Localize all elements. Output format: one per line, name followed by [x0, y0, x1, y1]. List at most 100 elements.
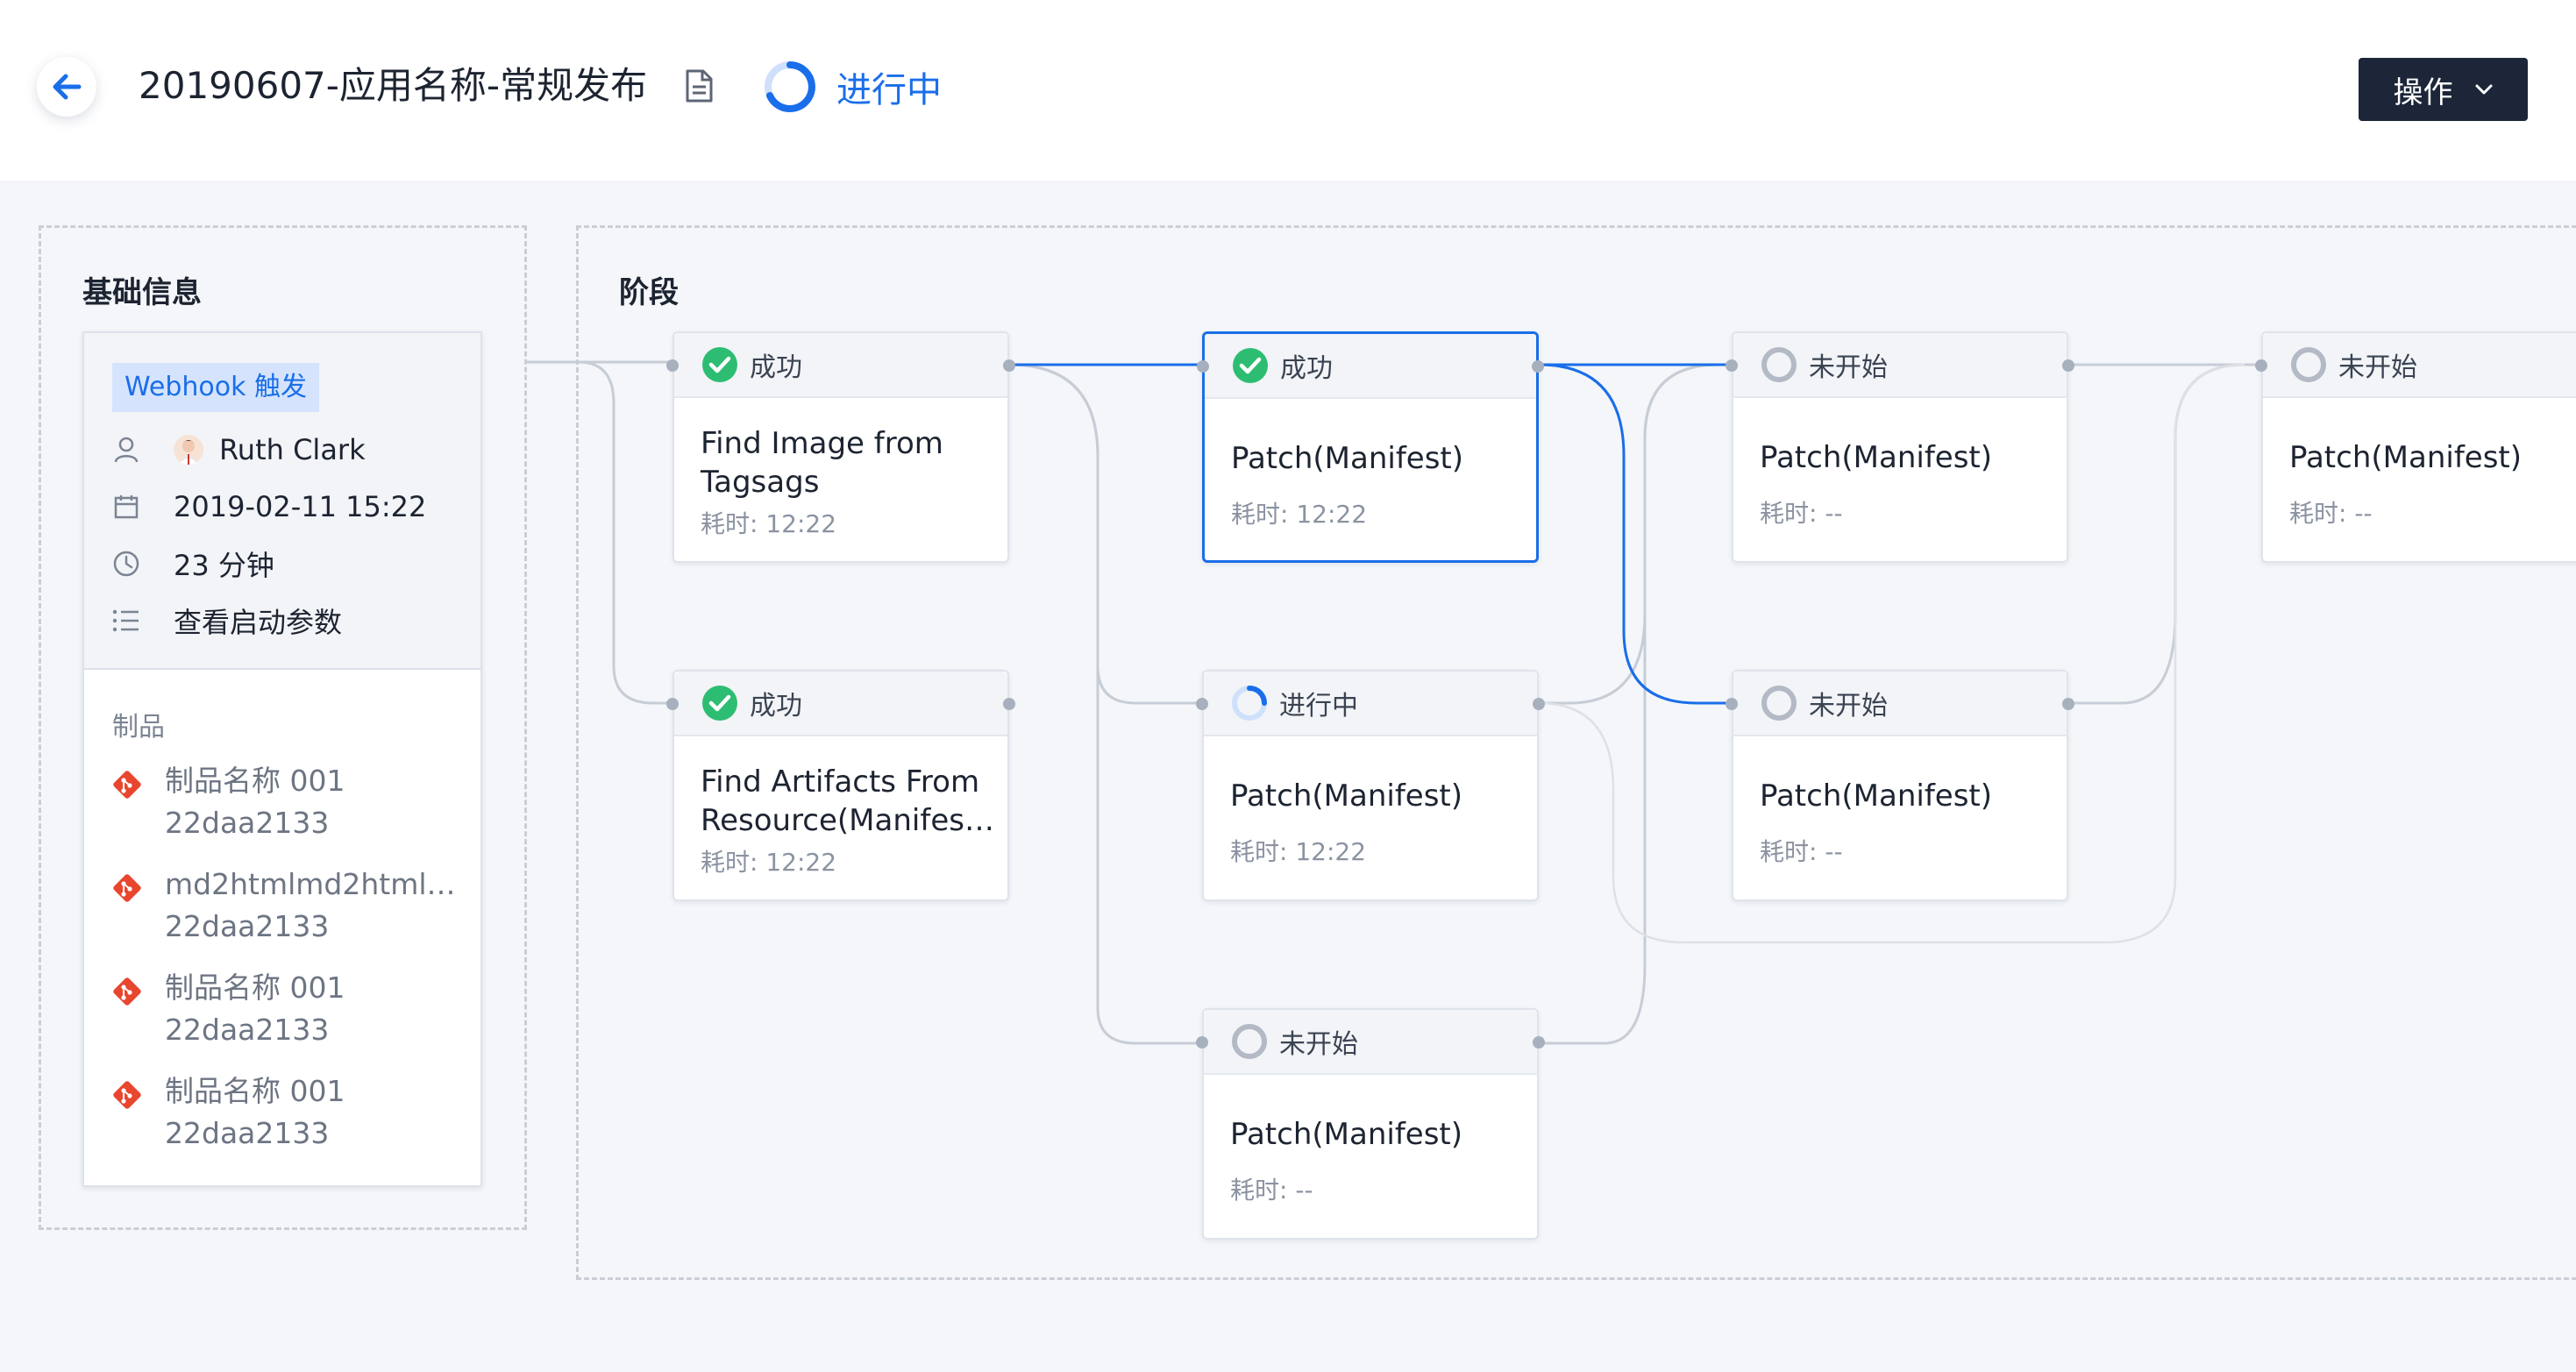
connector-node1-node7	[1008, 363, 1202, 1045]
avatar	[174, 435, 203, 465]
product-id: 22daa2133	[165, 806, 330, 840]
pending-circle-icon	[1761, 347, 1797, 382]
input-port[interactable]	[1726, 359, 1738, 372]
output-port[interactable]	[1533, 698, 1545, 710]
stage-status-icon	[701, 684, 739, 722]
back-button[interactable]	[37, 57, 96, 117]
document-icon[interactable]	[684, 68, 714, 107]
stage-node[interactable]: 未开始 Patch(Manifest) 耗时: --	[1726, 331, 2074, 563]
page-header: 20190607-应用名称-常规发布 进行中 操作	[0, 0, 2576, 181]
operations-label: 操作	[2393, 75, 2453, 110]
user-name: Ruth Clark	[219, 433, 366, 466]
basic-info-panel	[39, 225, 527, 1230]
start-datetime: 2019-02-11 15:22	[174, 490, 427, 523]
datetime-row: 2019-02-11 15:22	[110, 485, 426, 529]
connector-node6-node8	[2068, 363, 2261, 705]
input-port[interactable]	[666, 359, 679, 372]
stage-status-icon	[1230, 684, 1269, 722]
stage-name: Resource(Manifes…	[701, 803, 994, 838]
connector-start-node2	[527, 360, 672, 705]
stage-name: Patch(Manifest)	[2289, 440, 2523, 475]
output-port[interactable]	[1532, 360, 1544, 373]
stage-status-header: 未开始	[1733, 672, 2067, 736]
check-circle-icon	[1233, 348, 1268, 383]
stage-duration: 耗时: --	[2289, 499, 2373, 528]
stage-duration: 耗时: 12:22	[1230, 837, 1367, 866]
product-name: 制品名称 001	[165, 1074, 345, 1108]
connector-node1-node4	[1008, 363, 1202, 705]
stage-duration: 耗时: 12:22	[701, 509, 837, 538]
run-duration: 23 分钟	[174, 549, 274, 582]
basic-info-card: Webhook 触发	[82, 331, 482, 1187]
view-params-link[interactable]: 查看启动参数	[174, 606, 343, 639]
pending-circle-icon	[2291, 347, 2326, 382]
stage-status-label: 成功	[750, 691, 802, 722]
check-circle-icon	[702, 347, 737, 382]
product-id: 22daa2133	[165, 909, 330, 943]
input-port[interactable]	[1197, 360, 1209, 373]
stages-panel	[576, 225, 2576, 1280]
stage-node[interactable]: 成功 Patch(Manifest) 耗时: 12:22	[1197, 331, 1544, 563]
user-icon	[110, 436, 142, 464]
product-name: md2htmlmd2html…	[165, 867, 456, 901]
input-port[interactable]	[1196, 698, 1208, 710]
output-port[interactable]	[1533, 1036, 1545, 1049]
stage-node[interactable]: 进行中 Patch(Manifest) 耗时: 12:22	[1196, 670, 1545, 901]
spinner-icon	[1232, 686, 1267, 721]
stage-duration: 耗时: --	[1760, 837, 1843, 866]
git-icon	[110, 975, 144, 1012]
output-port[interactable]	[1003, 359, 1015, 372]
operations-dropdown-button[interactable]: 操作	[2359, 58, 2528, 121]
params-row[interactable]: 查看启动参数	[110, 599, 342, 643]
output-port[interactable]	[2062, 698, 2074, 710]
stage-status-icon	[1760, 684, 1798, 722]
duration-row: 23 分钟	[110, 542, 274, 586]
input-port[interactable]	[666, 698, 679, 710]
stage-status-header: 未开始	[2263, 333, 2576, 398]
stage-status-icon	[1231, 346, 1270, 385]
git-icon	[110, 768, 144, 805]
stage-name: Find Image from	[701, 426, 943, 461]
stage-node[interactable]: 未开始 Patch(Manifest) 耗时: --	[1196, 1008, 1545, 1240]
stage-node[interactable]: 未开始 Patch(Manifest) 耗时: --	[2255, 331, 2576, 563]
stage-status-header: 未开始	[1204, 1010, 1537, 1075]
user-row: Ruth Clark	[110, 428, 366, 472]
connector-node4-node8-faint	[1538, 363, 2245, 944]
spinner-icon	[765, 61, 815, 112]
stage-status-label: 未开始	[1809, 352, 1888, 383]
stage-status-label: 未开始	[1279, 1029, 1358, 1060]
stage-status-icon	[1760, 345, 1798, 384]
input-port[interactable]	[1726, 698, 1738, 710]
check-circle-icon	[702, 686, 737, 721]
git-icon	[110, 1078, 144, 1115]
product-name: 制品名称 001	[165, 970, 345, 1005]
stage-status-header: 进行中	[1204, 672, 1537, 736]
stage-node[interactable]: 未开始 Patch(Manifest) 耗时: --	[1726, 670, 2074, 901]
connector-node4-node5	[1539, 363, 1732, 705]
stage-status-icon	[1230, 1022, 1269, 1061]
stage-status-label: 进行中	[1279, 691, 1358, 722]
output-port[interactable]	[1003, 698, 1015, 710]
stage-name: Tagsags	[701, 465, 820, 500]
input-port[interactable]	[2255, 359, 2267, 372]
chevron-down-icon	[2475, 84, 2492, 95]
git-icon	[110, 871, 144, 908]
output-port[interactable]	[2062, 359, 2074, 372]
stage-status-header: 未开始	[1733, 333, 2067, 398]
status-label: 进行中	[836, 70, 942, 110]
input-port[interactable]	[1196, 1036, 1208, 1049]
stage-status-label: 成功	[750, 352, 802, 383]
stage-name: Patch(Manifest)	[1230, 1117, 1463, 1152]
stage-status-header: 成功	[674, 333, 1007, 398]
basic-info-title: 基础信息	[82, 275, 202, 310]
stage-name: Patch(Manifest)	[1760, 778, 1993, 814]
pending-circle-icon	[1232, 1024, 1267, 1059]
product-id: 22daa2133	[165, 1116, 330, 1150]
stage-name: Patch(Manifest)	[1231, 441, 1464, 476]
stage-status-label: 成功	[1280, 353, 1333, 384]
stage-duration: 耗时: --	[1230, 1176, 1313, 1205]
stage-status-header: 成功	[1205, 334, 1536, 399]
product-name: 制品名称 001	[165, 764, 345, 798]
